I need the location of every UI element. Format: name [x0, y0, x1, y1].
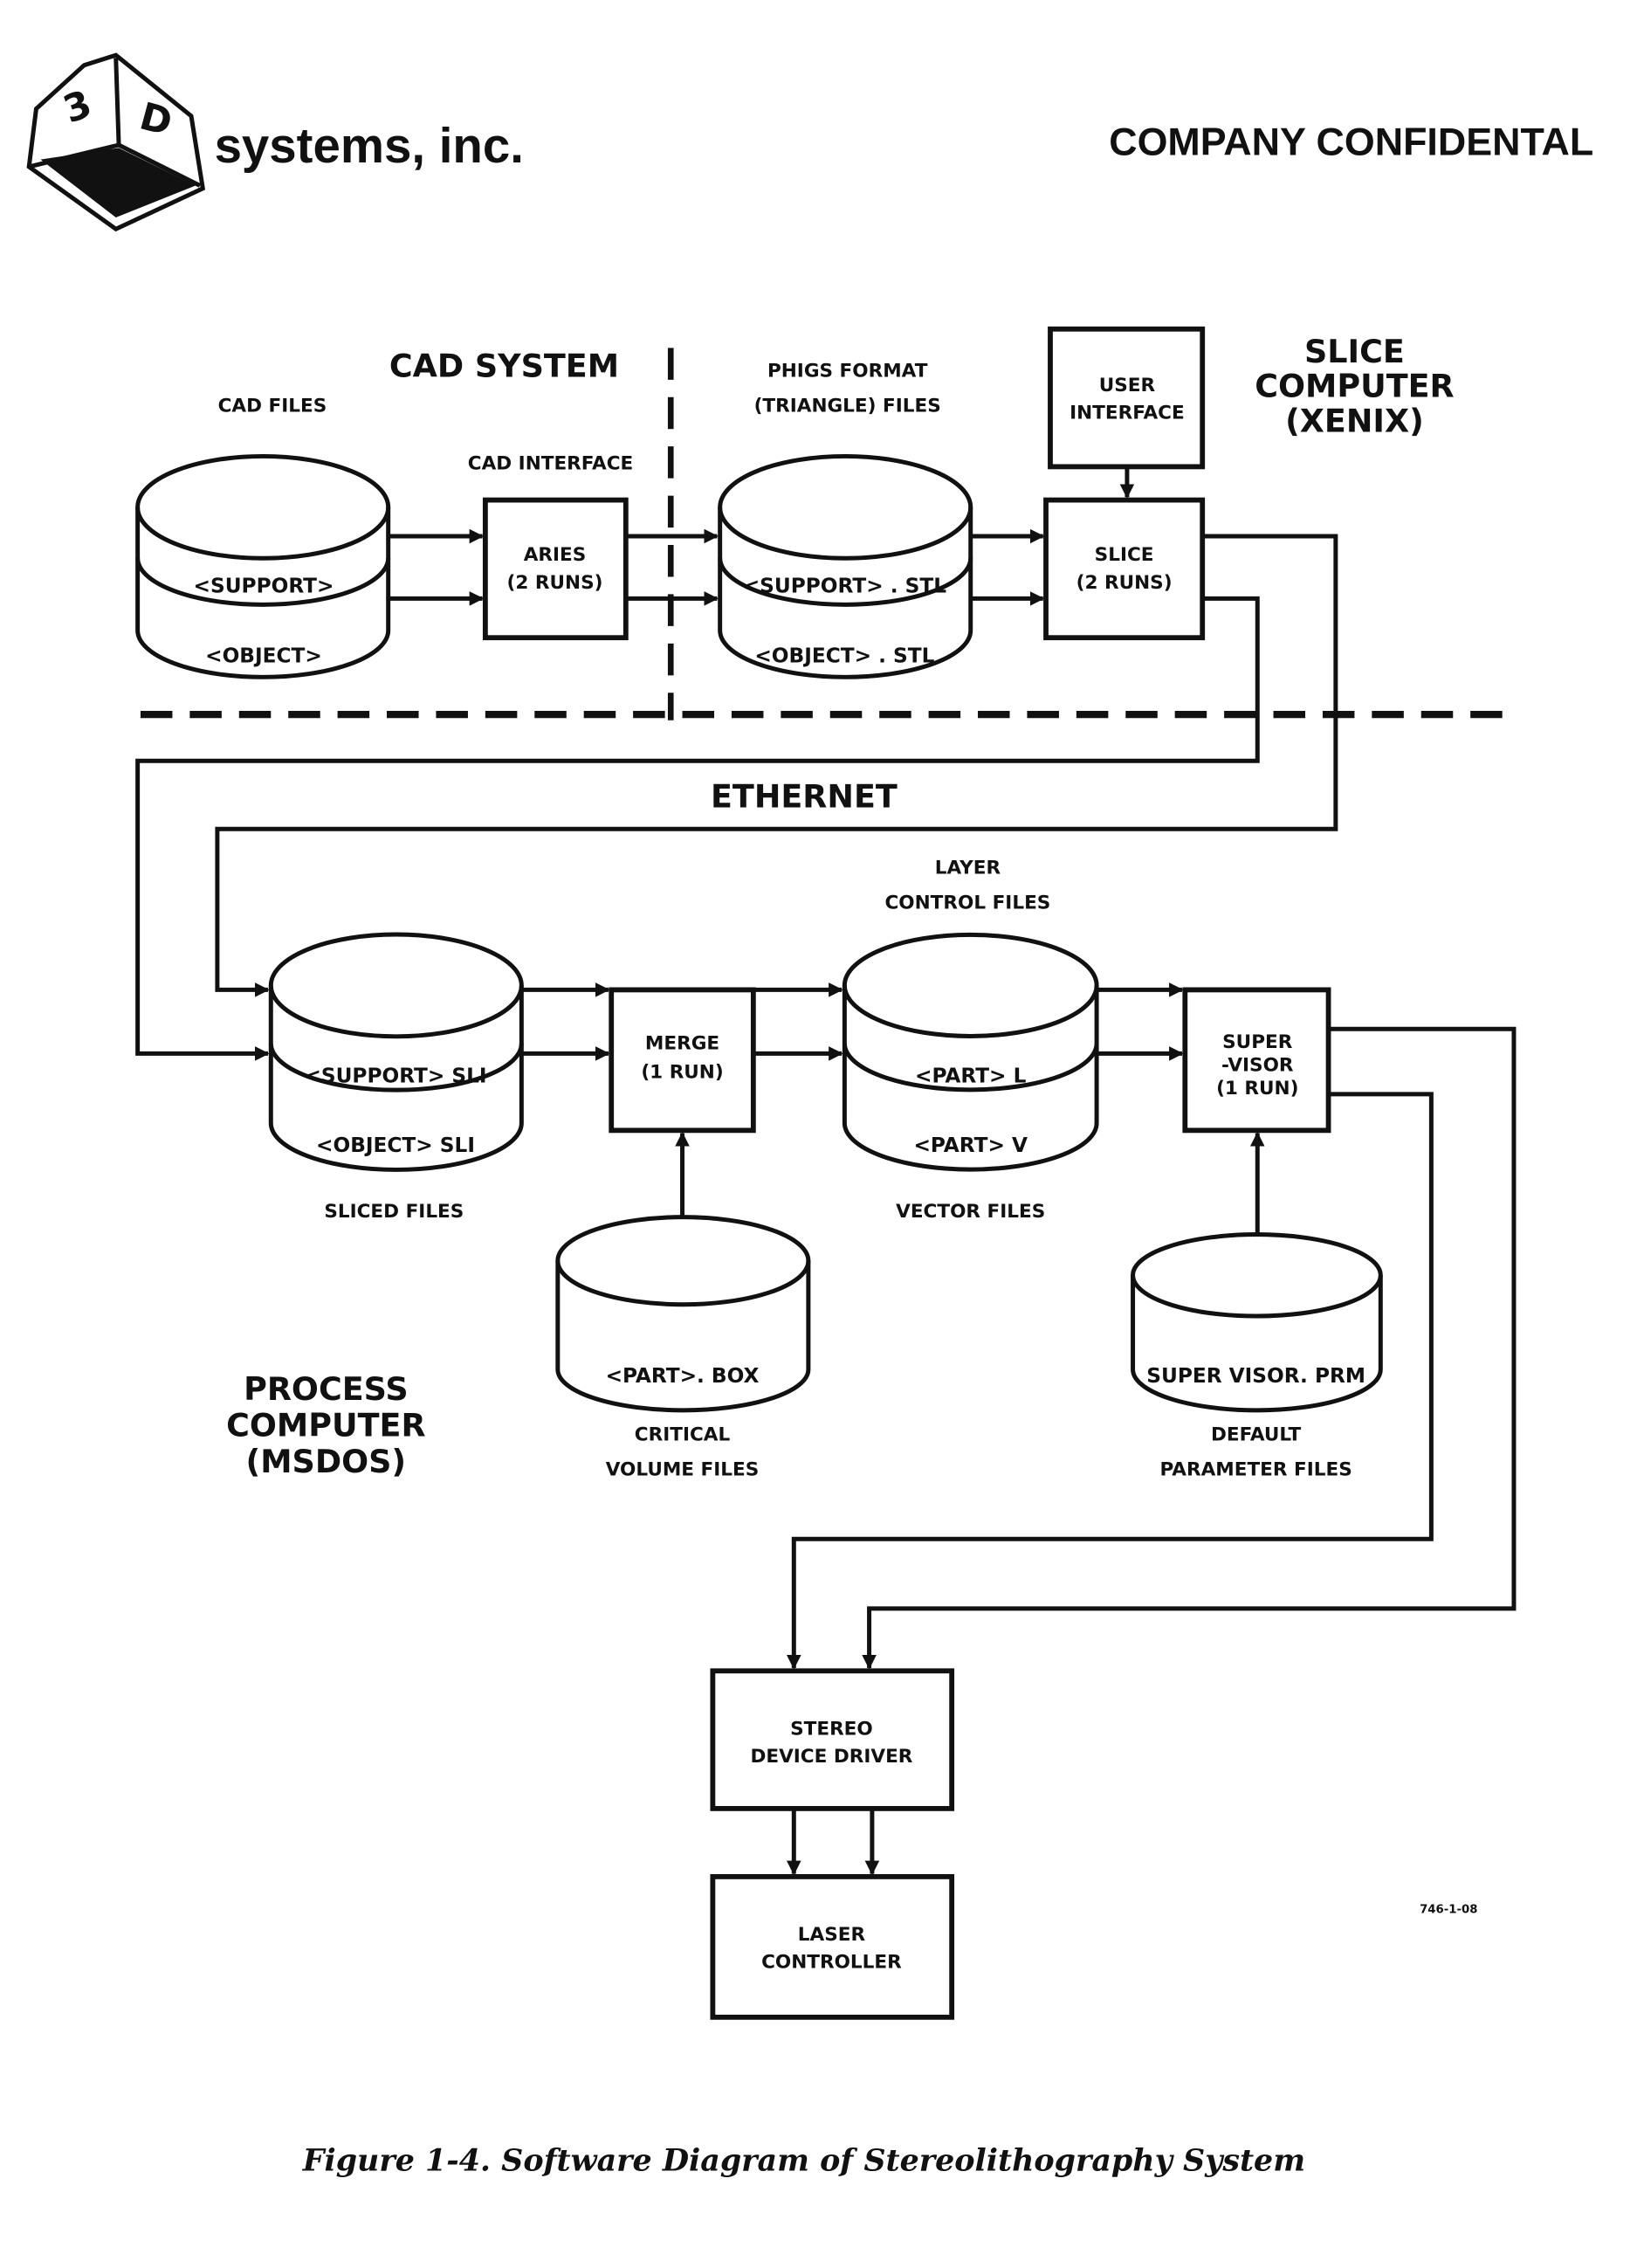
svg-text:DEVICE DRIVER: DEVICE DRIVER [750, 1746, 912, 1768]
layer-files-store: LAYER CONTROL FILES <PART> L <PART> V VE… [844, 858, 1097, 1223]
svg-text:<SUPPORT>: <SUPPORT> [194, 575, 334, 598]
slice-computer-label: SLICE COMPUTER (XENIX) [1255, 333, 1454, 440]
critical-volume-store: <PART>. BOX CRITICAL VOLUME FILES [558, 1217, 808, 1481]
svg-text:(1 RUN): (1 RUN) [1216, 1078, 1298, 1100]
svg-text:(TRIANGLE) FILES: (TRIANGLE) FILES [754, 395, 941, 417]
aries-process: ARIES (2 RUNS) [485, 500, 626, 638]
svg-text:LAYER: LAYER [935, 858, 1001, 879]
svg-text:ARIES: ARIES [524, 544, 587, 566]
supervisor-process: SUPER -VISOR (1 RUN) [1185, 989, 1328, 1130]
svg-text:CRITICAL: CRITICAL [635, 1424, 731, 1445]
figure-caption: Figure 1-4. Software Diagram of Stereoli… [302, 2143, 1305, 2179]
figure-code: 746-1-08 [1420, 1903, 1477, 1916]
company-name: systems, inc. [215, 118, 524, 173]
svg-text:<OBJECT>: <OBJECT> [205, 644, 322, 667]
svg-text:(2 RUNS): (2 RUNS) [507, 572, 603, 594]
user-interface-process: USER INTERFACE [1050, 329, 1202, 467]
slice-process: SLICE (2 RUNS) [1046, 500, 1202, 638]
svg-text:PHIGS FORMAT: PHIGS FORMAT [767, 361, 928, 383]
svg-text:-VISOR: -VISOR [1221, 1054, 1294, 1076]
svg-text:INTERFACE: INTERFACE [1070, 403, 1185, 424]
svg-text:<SUPPORT> . STL: <SUPPORT> . STL [743, 575, 946, 598]
svg-text:<SUPPORT> SLI: <SUPPORT> SLI [304, 1065, 486, 1088]
svg-text:SUPER: SUPER [1222, 1031, 1293, 1053]
laser-controller-process: LASER CONTROLLER [712, 1877, 952, 2017]
cad-interface-label: CAD INTERFACE [468, 453, 634, 475]
svg-text:COMPUTER: COMPUTER [1255, 368, 1454, 405]
svg-text:SLICED FILES: SLICED FILES [324, 1201, 464, 1223]
svg-text:CONTROLLER: CONTROLLER [761, 1951, 902, 1973]
svg-text:STEREO: STEREO [790, 1718, 873, 1740]
default-parameter-store: SUPER VISOR. PRM DEFAULT PARAMETER FILES [1133, 1235, 1381, 1481]
svg-text:LASER: LASER [798, 1924, 866, 1946]
svg-text:<PART>. BOX: <PART>. BOX [606, 1364, 760, 1388]
svg-text:(XENIX): (XENIX) [1285, 403, 1424, 440]
stereo-device-driver-process: STEREO DEVICE DRIVER [712, 1671, 952, 1809]
svg-text:CAD FILES: CAD FILES [218, 395, 327, 417]
svg-text:VECTOR FILES: VECTOR FILES [896, 1201, 1045, 1223]
svg-text:<OBJECT> . STL: <OBJECT> . STL [754, 644, 934, 667]
svg-text:USER: USER [1099, 375, 1156, 396]
svg-text:MERGE: MERGE [645, 1032, 719, 1054]
svg-text:<OBJECT> SLI: <OBJECT> SLI [316, 1134, 475, 1157]
svg-text:(MSDOS): (MSDOS) [246, 1443, 407, 1480]
cad-system-label: CAD SYSTEM [389, 348, 619, 385]
svg-text:(2 RUNS): (2 RUNS) [1076, 572, 1173, 594]
svg-text:SUPER VISOR. PRM: SUPER VISOR. PRM [1146, 1364, 1365, 1388]
process-computer-label: PROCESS COMPUTER (MSDOS) [226, 1370, 425, 1480]
svg-text:PARAMETER FILES: PARAMETER FILES [1159, 1458, 1352, 1480]
svg-text:DEFAULT: DEFAULT [1211, 1424, 1302, 1445]
cad-files-store: CAD FILES <SUPPORT> <OBJECT> [138, 395, 389, 677]
svg-text:<PART> L: <PART> L [915, 1065, 1027, 1088]
svg-text:VOLUME FILES: VOLUME FILES [606, 1458, 760, 1480]
svg-text:PROCESS: PROCESS [244, 1370, 409, 1408]
svg-text:CONTROL FILES: CONTROL FILES [884, 892, 1050, 913]
svg-text:<PART> V: <PART> V [913, 1134, 1028, 1157]
svg-text:COMPUTER: COMPUTER [226, 1406, 425, 1444]
phigs-files-store: PHIGS FORMAT (TRIANGLE) FILES <SUPPORT> … [720, 361, 971, 678]
ethernet-label: ETHERNET [711, 777, 898, 815]
company-logo: 3 D [29, 55, 203, 229]
svg-text:(1 RUN): (1 RUN) [641, 1062, 723, 1084]
confidential-label: COMPANY CONFIDENTAL [1109, 121, 1593, 164]
svg-text:SLICE: SLICE [1304, 333, 1405, 370]
sliced-files-store: <SUPPORT> SLI <OBJECT> SLI SLICED FILES [271, 934, 521, 1223]
merge-process: MERGE (1 RUN) [611, 989, 753, 1130]
svg-text:SLICE: SLICE [1095, 544, 1154, 566]
